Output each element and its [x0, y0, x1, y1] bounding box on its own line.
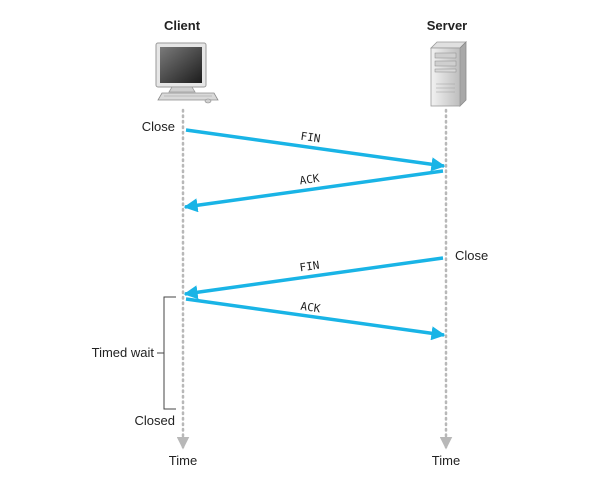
message-arrow-fin-server [183, 256, 444, 300]
client-close-label: Close [142, 119, 175, 134]
message-label-ack: ACK [300, 300, 322, 316]
message-arrow-fin-client [185, 128, 446, 172]
client-closed-label: Closed [135, 413, 175, 428]
message-label-fin: FIN [300, 130, 321, 146]
tower-server-icon [430, 41, 467, 107]
server-close-label: Close [455, 248, 488, 263]
message-arrow-ack-server [183, 169, 444, 213]
timed-wait-label: Timed wait [92, 345, 155, 360]
server-title: Server [427, 18, 467, 33]
client-time-label: Time [169, 453, 197, 468]
desktop-computer-icon [155, 42, 219, 104]
message-arrow-ack-client [185, 297, 446, 341]
timed-wait-bracket [163, 296, 176, 410]
client-title: Client [164, 18, 201, 33]
server-time-label: Time [432, 453, 460, 468]
message-label-ack: ACK [299, 172, 321, 188]
message-label-fin: FIN [299, 259, 320, 275]
